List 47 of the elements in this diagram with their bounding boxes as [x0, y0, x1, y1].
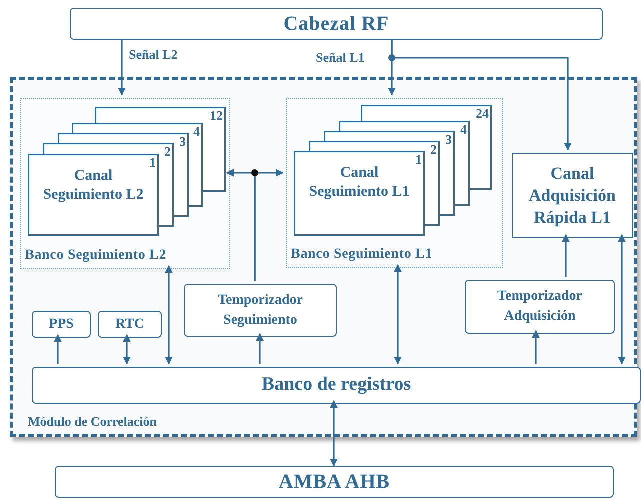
- channel-number: 3: [446, 133, 452, 147]
- block-box: [55, 466, 614, 498]
- dotted-group-box: [20, 98, 230, 269]
- process-box: [184, 284, 337, 337]
- arrow: [618, 234, 626, 365]
- channel-number: 3: [180, 135, 186, 149]
- channel-number: 4: [460, 123, 467, 137]
- arrow: [118, 40, 126, 96]
- process-box: [32, 311, 91, 338]
- channel-number: 12: [210, 109, 223, 123]
- arrow: [562, 234, 570, 277]
- block-title: Banco de registros: [262, 373, 412, 398]
- block-title: AMBA AHB: [278, 470, 390, 495]
- arrow: [165, 265, 173, 365]
- channel-title: Canal Seguimiento L1: [308, 164, 411, 202]
- channel-number: 1: [150, 156, 156, 170]
- block-title: PPS: [48, 316, 75, 334]
- register-bank-box: [32, 367, 641, 404]
- channel-number: 2: [164, 145, 171, 159]
- arrow: [54, 334, 62, 364]
- channel-number: 1: [416, 153, 422, 167]
- block-box: [70, 8, 603, 40]
- arrow: [254, 169, 284, 281]
- block-title: Temporizador Seguimiento: [216, 292, 304, 330]
- channel-number: 4: [194, 125, 200, 139]
- arrow: [391, 40, 572, 151]
- process-box: [98, 311, 162, 338]
- channel-number: 2: [430, 143, 437, 157]
- channel-number: 24: [476, 107, 489, 121]
- block-title: RTC: [114, 316, 146, 334]
- arrow: [532, 330, 540, 364]
- group-label: Banco Seguimiento L2: [25, 247, 167, 265]
- arrow: [256, 333, 264, 364]
- arrow: [394, 264, 402, 365]
- process-box: [512, 153, 633, 238]
- channel-title: Canal Seguimiento L2: [42, 167, 145, 205]
- stacked-cards-drawing: [28, 107, 226, 236]
- arrow: [123, 334, 131, 365]
- dotted-group-box: [286, 98, 503, 268]
- block-title: Cabezal RF: [284, 12, 390, 37]
- block-title: Temporizador Adquisición: [496, 288, 584, 326]
- block-title: Canal Adquisición Rápida L1: [528, 162, 617, 228]
- arrow: [330, 400, 338, 467]
- stacked-cards-drawing: [294, 105, 492, 236]
- process-box: [465, 280, 615, 334]
- group-label: Banco Seguimiento L1: [291, 246, 433, 264]
- group-label: Módulo de Correlación: [28, 412, 158, 430]
